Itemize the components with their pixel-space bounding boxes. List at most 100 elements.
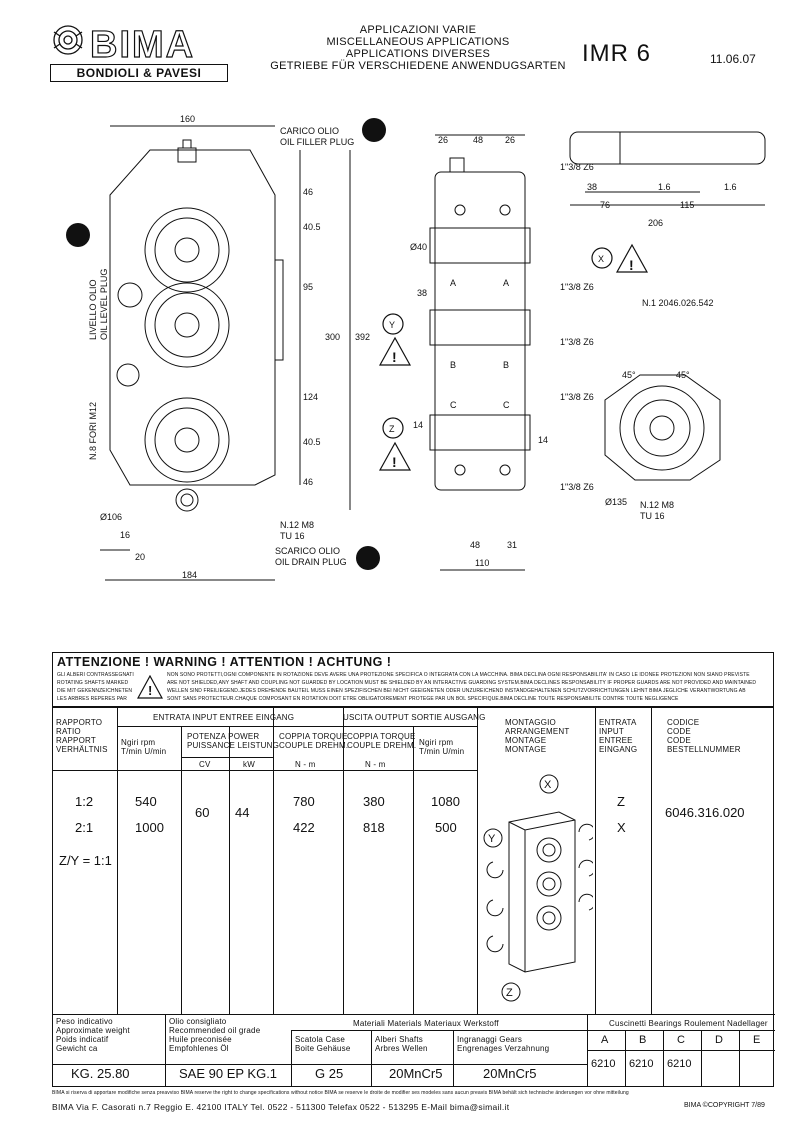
angle-45-b: 45° [676, 370, 690, 380]
dim-206: 206 [648, 218, 663, 228]
arrangement-header-it: MONTAGGIO [505, 718, 556, 727]
dim-300: 300 [325, 332, 340, 342]
bima-logo-mark: BIMA [53, 23, 195, 62]
logo: BIMA BONDIOLI & PAVESI [50, 22, 228, 82]
entry-header: ENTRATA INPUT ENTREE EINGANG [599, 718, 637, 754]
ratio-note: Z/Y = 1:1 [59, 853, 112, 868]
shafts-labels: Alberi Shafts Arbres Wellen [375, 1035, 428, 1053]
warning-triangle-icon: ! [137, 675, 163, 699]
oil-level-label-it: LIVELLO OLIO [88, 279, 98, 340]
speed-in-header-2: T/min U/min [121, 747, 167, 756]
power-header-2: PUISSANCE LEISTUNG [187, 741, 280, 750]
case-value: G 25 [315, 1066, 344, 1081]
code-header-en: CODE [667, 727, 691, 736]
dim-115: 115 [680, 200, 694, 210]
spline-top: 1"3/8 Z6 [560, 162, 594, 172]
row1-torque-in: 780 [293, 794, 315, 809]
case-label-2: Boite Gehäuse [295, 1044, 351, 1053]
gears-value: 20MnCr5 [483, 1066, 537, 1081]
dim-dia135: Ø135 [605, 497, 627, 507]
marker-z: Z [389, 424, 395, 434]
front-view-outline [109, 149, 276, 486]
dim-76: 76 [600, 200, 610, 210]
dim-16: 16 [120, 530, 130, 540]
warning-right-2: WELLEN SIND FREILIEGEND.JEDES DREHENDE B… [167, 688, 746, 694]
torque-in-header-2: COUPLE DREHM. [279, 741, 349, 750]
ratio-header-it: RAPPORTO [56, 718, 103, 727]
dim-20: 20 [135, 552, 145, 562]
torque-out-header-1: COPPIA TORQUE [347, 732, 416, 741]
shafts-value: 20MnCr5 [389, 1066, 443, 1081]
dim-124: 124 [303, 392, 318, 402]
oil-label-it: Olio consigliato [169, 1017, 227, 1026]
footer-disclaimer: BIMA si riserva di apportare modifiche s… [52, 1090, 629, 1096]
oil-level-label-en: OIL LEVEL PLUG [99, 269, 109, 340]
bearing-val-a: 6210 [591, 1058, 616, 1070]
dim-1.6-b: 1.6 [724, 182, 737, 192]
speed-in-header: Ngiri rpm T/min U/min [121, 738, 166, 756]
case-label-1: Scatola Case [295, 1035, 345, 1044]
dim-width-top: 160 [180, 114, 195, 124]
warning-left-1: ROTATING SHAFTS MARKED [57, 680, 129, 686]
warning-right-3: SONT SANS PROTECTEUR.CHAQUE COMPOSANT EN… [167, 696, 679, 702]
arrangement-marker-y: Y [488, 833, 496, 845]
svg-text:!: ! [148, 683, 152, 698]
warning-left-0: GLI ALBERI CONTRASSEGNATI [57, 672, 134, 678]
weight-label-de: Gewicht ca [56, 1044, 98, 1053]
shaft-c-right: C [503, 400, 510, 410]
warning-icon-x: ! [629, 257, 634, 273]
spline-b: 1"3/8 Z6 [560, 337, 594, 347]
logo-subtitle: BONDIOLI & PAVESI [50, 64, 228, 82]
row1-rpm-out: 1080 [431, 794, 460, 809]
weight-label-fr: Poids indicatif [56, 1035, 109, 1044]
power-unit-cv: CV [199, 760, 211, 769]
marker-y: Y [389, 320, 395, 330]
output-header: USCITA OUTPUT SORTIE AUSGANG [343, 713, 486, 722]
row1-ratio: 1:2 [75, 794, 94, 809]
weight-value: KG. 25.80 [71, 1066, 130, 1081]
dim-95: 95 [303, 282, 313, 292]
dim-26-a: 26 [438, 135, 448, 145]
case-labels: Scatola Case Boite Gehäuse [295, 1035, 351, 1053]
row2-rpm-out: 500 [435, 820, 457, 835]
row1-cv: 60 [195, 805, 210, 820]
dim-14-a: 14 [413, 420, 423, 430]
ratio-header-en: RATIO [56, 727, 81, 736]
angle-45-a: 45° [622, 370, 636, 380]
arrangement-header-fr: MONTAGE [505, 736, 547, 745]
dim-46-bottom: 46 [303, 477, 313, 487]
marker-x: X [598, 254, 604, 264]
dim-48-top: 48 [473, 135, 483, 145]
thread-label-2a: N.12 M8 [640, 500, 674, 510]
code-header-de: BESTELLNUMMER [667, 745, 741, 754]
row2-torque-in: 422 [293, 820, 315, 835]
shaft-a-right: A [503, 278, 509, 288]
row1-kw: 44 [235, 805, 250, 820]
dim-48-bottom: 48 [470, 540, 480, 550]
power-header-1: POTENZA POWER [187, 732, 260, 741]
row1-torque-out: 380 [363, 794, 385, 809]
title-line-de: GETRIEBE FÜR VERSCHIEDENE ANWENDUGSARTEN [270, 60, 566, 72]
dim-110: 110 [475, 558, 489, 568]
arrangement-marker-z: Z [506, 987, 513, 999]
speed-out-header: Ngiri rpm T/min U/min [419, 738, 464, 756]
dim-38-shaft: 38 [587, 182, 597, 192]
logo-wordmark: BIMA [90, 24, 195, 62]
dim-1.6-a: 1.6 [658, 182, 671, 192]
weight-label-it: Peso indicativo [56, 1017, 113, 1026]
shafts-label-2: Arbres Wellen [375, 1044, 428, 1053]
thread-label-1b: TU 16 [280, 531, 305, 541]
speed-in-header-1: Ngiri rpm [121, 738, 156, 747]
header-title: APPLICAZIONI VARIE MISCELLANEOUS APPLICA… [238, 24, 598, 72]
holes-label: N.8 FORI M12 [88, 402, 98, 460]
speed-out-header-2: T/min U/min [419, 747, 465, 756]
dim-38-side: 38 [417, 288, 427, 298]
row2-torque-out: 818 [363, 820, 385, 835]
spec-table: RAPPORTO RATIO RAPPORT VERHÄLTNIS ENTRAT… [52, 707, 775, 1087]
bearing-col-d: D [715, 1034, 723, 1046]
oil-drain-label-it: SCARICO OLIO [275, 546, 340, 556]
bearing-col-a: A [601, 1034, 609, 1046]
oil-label-fr: Huile preconisée [169, 1035, 232, 1044]
row1-entry: Z [617, 794, 625, 809]
gears-label-1: Ingranaggi Gears [457, 1035, 523, 1044]
